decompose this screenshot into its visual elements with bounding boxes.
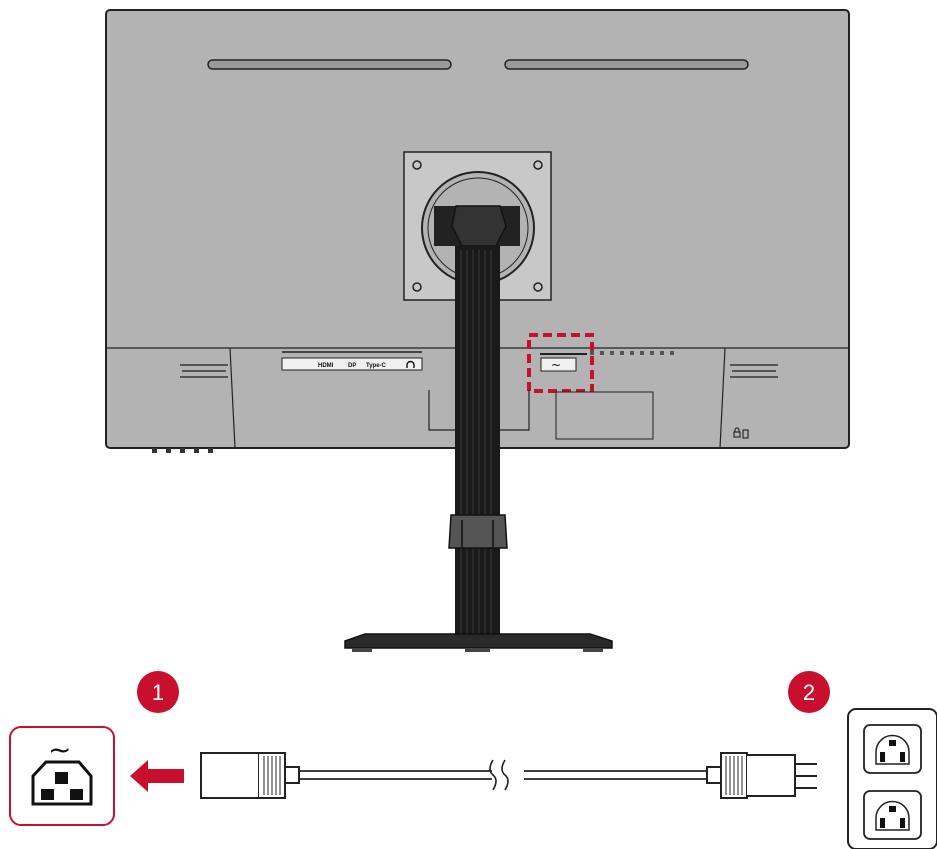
step-2-number: 2 (803, 680, 815, 705)
stand-base (344, 633, 613, 649)
power-inlet-icon: ~ (9, 726, 115, 826)
ac-power-port (540, 357, 577, 372)
typec-port-label: Type-C (366, 363, 387, 369)
wall-outlet-icon (847, 708, 937, 849)
outlet-socket-top (863, 724, 922, 774)
control-button-row (590, 351, 674, 355)
headphone-icon (406, 360, 415, 368)
power-cable (200, 752, 817, 799)
vent-slot-left (207, 59, 452, 70)
step-callout-2: 2 (788, 671, 830, 713)
hdmi-port-label: HDMI (318, 363, 334, 369)
label-plate (555, 391, 654, 440)
step-callout-1: 1 (137, 671, 179, 713)
dp-port-label: DP (348, 363, 356, 369)
power-inlet-ac-symbol: ~ (48, 733, 71, 766)
step-1-number: 1 (152, 680, 164, 705)
bottom-buttons (152, 448, 213, 453)
insert-arrow-icon (130, 760, 184, 792)
lock-icon (733, 427, 749, 439)
outlet-socket-bottom (863, 790, 922, 840)
speaker-grille-left (180, 364, 228, 378)
speaker-grille-right (730, 364, 778, 378)
port-panel (281, 357, 423, 371)
ac-symbol: ~ (551, 358, 561, 372)
power-port-highlight (527, 333, 594, 393)
monitor-stand (344, 246, 613, 652)
cable-clip (448, 514, 508, 549)
vent-slot-right (504, 59, 749, 70)
